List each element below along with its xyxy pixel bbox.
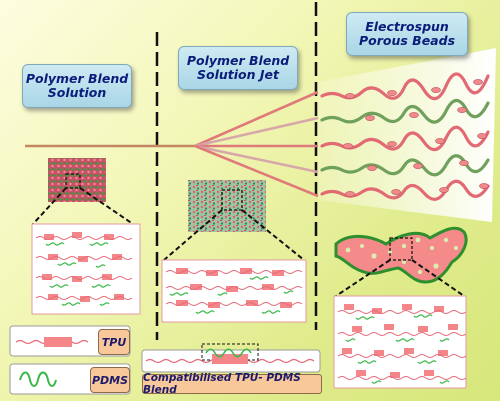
bead-detail-chains [337,304,467,384]
porous-bead [334,226,468,284]
jet-block [188,180,266,232]
fiber-beads [343,79,489,197]
legend-pdms-chain [19,371,57,387]
label-polymer-blend-solution-jet: Polymer Blend Solution Jet [178,46,298,90]
solution-detail-chains [35,232,133,306]
legend-blend-label: Compatibilised TPU- PDMS Blend [142,372,322,396]
solution-zoom-box [65,173,81,189]
legend-pdms-label: PDMS [90,367,130,393]
jet-zoom-box [221,189,243,211]
bead-zoom-box [389,237,413,261]
zoom-line [163,209,223,261]
zoom-line [411,259,465,297]
zoom-line [32,187,67,225]
zoom-line [79,187,134,225]
blend-tpu-block [212,354,248,364]
solution-block [48,158,106,202]
bead-pores [345,237,458,275]
blend-pdms-segment [205,348,252,358]
label-electrospun-porous-beads: Electrospun Porous Beads [346,12,468,56]
jet-fibers [194,90,319,198]
zoom-line [241,209,305,261]
legend-tpu-block [44,337,72,347]
jet-detail-chains [165,268,303,314]
label-polymer-blend-solution: Polymer Blend Solution [22,64,132,108]
zoom-line [335,259,391,297]
legend-tpu-label: TPU [98,329,130,355]
